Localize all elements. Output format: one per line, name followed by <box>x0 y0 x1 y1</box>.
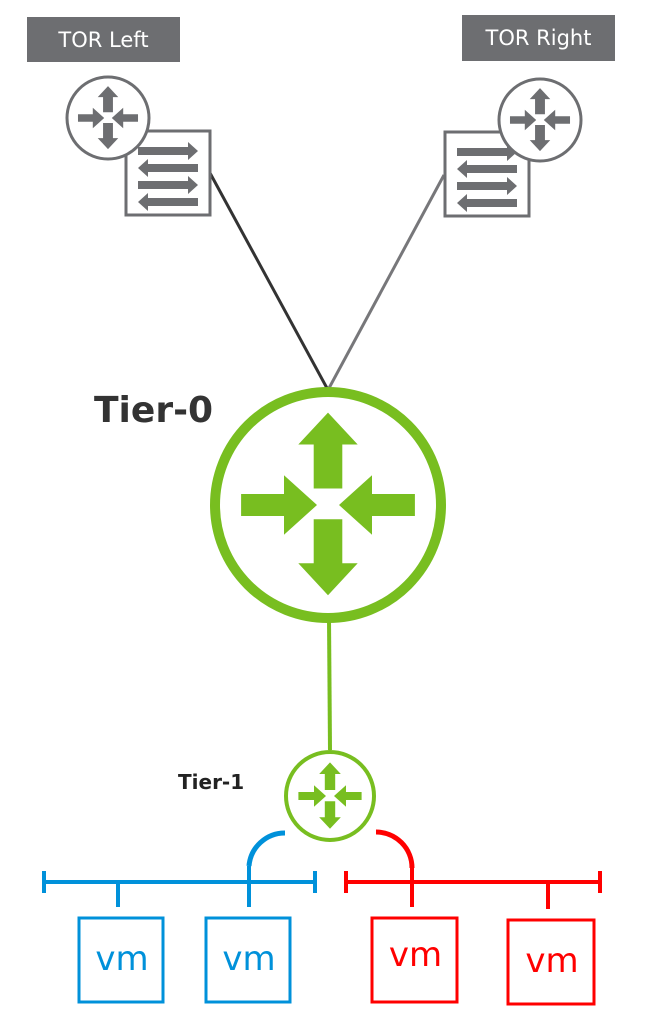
vm-red-1: vm <box>388 935 443 975</box>
blue-segment <box>42 830 317 1004</box>
tier1-label: Tier-1 <box>178 770 245 794</box>
vm-blue-1: vm <box>95 939 149 979</box>
tor-right-label: TOR Right <box>462 15 615 61</box>
tor-right-router-icon <box>497 77 583 163</box>
vm-red-2: vm <box>525 941 579 981</box>
vm-blue-2: vm <box>222 939 276 979</box>
tor-left-label: TOR Left <box>27 17 180 62</box>
red-segment <box>344 829 602 1006</box>
tier1-router-icon <box>284 750 376 842</box>
tor-left-router-icon <box>65 75 151 161</box>
uplink-left <box>208 172 330 391</box>
tier0-label: Tier-0 <box>94 390 214 431</box>
tier0-router-icon <box>210 387 446 623</box>
tier0-tier1-link <box>327 617 332 751</box>
uplink-right <box>326 174 446 391</box>
